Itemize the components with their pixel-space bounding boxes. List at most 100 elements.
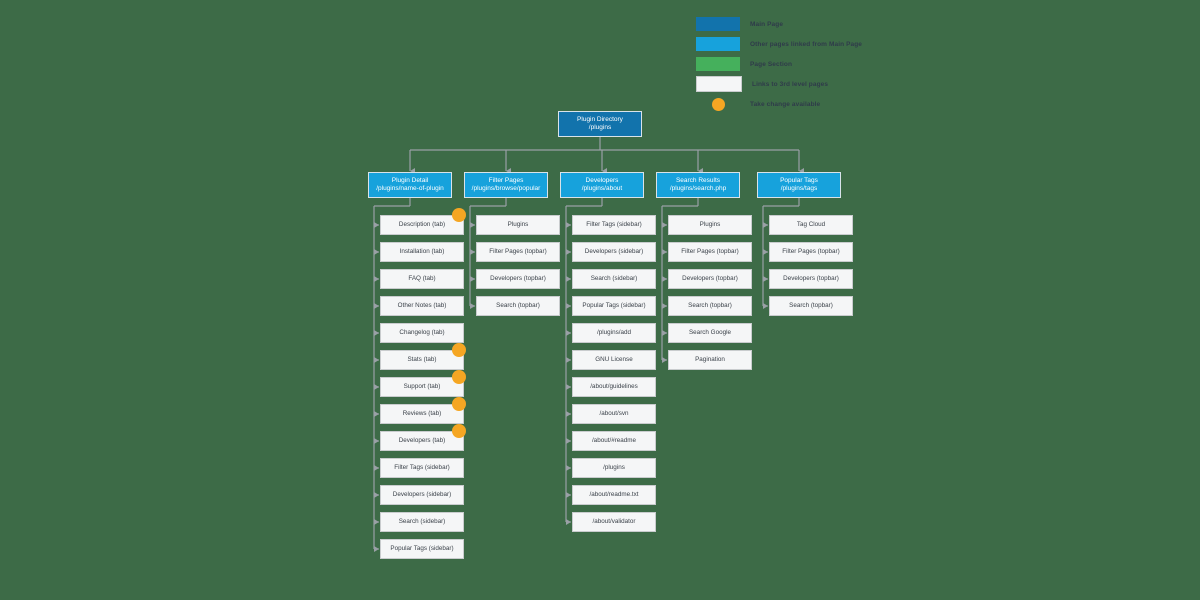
change-available-dot-icon [452, 424, 466, 438]
legend-swatch [696, 76, 742, 92]
legend-item: Other pages linked from Main Page [696, 34, 956, 54]
node-leaf-developers-6[interactable]: /about/guidelines [572, 377, 656, 397]
node-label: /plugins [603, 464, 625, 472]
node-label: Plugins [699, 221, 721, 229]
node-label: Pagination [695, 356, 725, 364]
node-leaf-plugin-detail-1[interactable]: Installation (tab) [380, 242, 464, 262]
change-available-dot-icon [452, 397, 466, 411]
node-label: Developers (topbar) [682, 275, 738, 283]
node-label: Developers (sidebar) [392, 491, 452, 499]
legend-label: Other pages linked from Main Page [750, 40, 863, 48]
node-label: /about/#readme [591, 437, 637, 445]
node-section-plugin-detail[interactable]: Plugin Detail/plugins/name-of-plugin [368, 172, 452, 198]
node-leaf-plugin-detail-6[interactable]: Support (tab) [380, 377, 464, 397]
legend-swatch [696, 17, 740, 31]
node-leaf-plugin-detail-10[interactable]: Developers (sidebar) [380, 485, 464, 505]
node-section-filter-pages[interactable]: Filter Pages/plugins/browse/popular [464, 172, 548, 198]
node-leaf-filter-pages-3[interactable]: Search (topbar) [476, 296, 560, 316]
node-leaf-filter-pages-1[interactable]: Filter Pages (topbar) [476, 242, 560, 262]
node-leaf-popular-tags-0[interactable]: Tag Cloud [769, 215, 853, 235]
node-label: Developers (topbar) [783, 275, 839, 283]
node-label: /about/validator [592, 518, 636, 526]
node-label: Tag Cloud [796, 221, 826, 229]
node-leaf-developers-8[interactable]: /about/#readme [572, 431, 656, 451]
node-label: Developers (tab) [398, 437, 446, 445]
node-leaf-popular-tags-2[interactable]: Developers (topbar) [769, 269, 853, 289]
node-leaf-developers-1[interactable]: Developers (sidebar) [572, 242, 656, 262]
node-label: Developers (sidebar) [584, 248, 644, 256]
change-available-dot-icon [452, 370, 466, 384]
node-leaf-plugin-detail-12[interactable]: Popular Tags (sidebar) [380, 539, 464, 559]
legend-change-dot-icon [696, 97, 740, 111]
node-leaf-filter-pages-2[interactable]: Developers (topbar) [476, 269, 560, 289]
node-label: GNU License [595, 356, 633, 364]
node-label: Search (topbar) [789, 302, 833, 310]
node-leaf-plugin-detail-3[interactable]: Other Notes (tab) [380, 296, 464, 316]
node-label: Support (tab) [403, 383, 441, 391]
node-leaf-developers-10[interactable]: /about/readme.txt [572, 485, 656, 505]
node-title: Search Results [675, 176, 721, 184]
node-label: Popular Tags (sidebar) [582, 302, 646, 310]
node-label: Search (topbar) [688, 302, 732, 310]
node-leaf-search-results-1[interactable]: Filter Pages (topbar) [668, 242, 752, 262]
node-leaf-plugin-detail-4[interactable]: Changelog (tab) [380, 323, 464, 343]
node-path: /plugins/browse/popular [471, 185, 541, 192]
change-available-dot-icon [452, 208, 466, 222]
node-leaf-plugin-detail-0[interactable]: Description (tab) [380, 215, 464, 235]
node-leaf-developers-9[interactable]: /plugins [572, 458, 656, 478]
node-section-popular-tags[interactable]: Popular Tags/plugins/tags [757, 172, 841, 198]
node-leaf-search-results-4[interactable]: Search Google [668, 323, 752, 343]
legend-item: Main Page [696, 14, 956, 34]
node-leaf-plugin-detail-9[interactable]: Filter Tags (sidebar) [380, 458, 464, 478]
node-leaf-plugin-detail-11[interactable]: Search (sidebar) [380, 512, 464, 532]
legend-item: Links to 3rd level pages [696, 74, 956, 94]
node-label: Search (sidebar) [398, 518, 446, 526]
node-title: Developers [585, 176, 619, 184]
change-available-dot-icon [452, 343, 466, 357]
node-label: /about/svn [599, 410, 629, 418]
node-leaf-developers-2[interactable]: Search (sidebar) [572, 269, 656, 289]
node-leaf-popular-tags-3[interactable]: Search (topbar) [769, 296, 853, 316]
node-label: Plugins [507, 221, 529, 229]
node-leaf-popular-tags-1[interactable]: Filter Pages (topbar) [769, 242, 853, 262]
node-path: /plugins/name-of-plugin [376, 185, 444, 192]
node-label: Filter Tags (sidebar) [394, 464, 450, 472]
node-leaf-developers-11[interactable]: /about/validator [572, 512, 656, 532]
node-label: /about/readme.txt [589, 491, 639, 499]
node-leaf-plugin-detail-5[interactable]: Stats (tab) [380, 350, 464, 370]
node-root-plugin-directory[interactable]: Plugin Directory/plugins [558, 111, 642, 137]
node-label: Stats (tab) [407, 356, 437, 364]
node-section-developers[interactable]: Developers/plugins/about [560, 172, 644, 198]
node-label: Filter Pages (topbar) [782, 248, 840, 256]
node-leaf-developers-7[interactable]: /about/svn [572, 404, 656, 424]
node-leaf-search-results-2[interactable]: Developers (topbar) [668, 269, 752, 289]
node-leaf-filter-pages-0[interactable]: Plugins [476, 215, 560, 235]
legend-item: Take change available [696, 94, 956, 114]
node-label: Developers (topbar) [490, 275, 546, 283]
node-title: Popular Tags [780, 176, 818, 184]
node-path: /plugins/search.php [669, 185, 727, 192]
node-label: Filter Tags (sidebar) [586, 221, 642, 229]
legend-label: Take change available [750, 100, 821, 108]
node-leaf-developers-5[interactable]: GNU License [572, 350, 656, 370]
node-path: /plugins [588, 124, 612, 131]
node-leaf-plugin-detail-7[interactable]: Reviews (tab) [380, 404, 464, 424]
node-leaf-plugin-detail-8[interactable]: Developers (tab) [380, 431, 464, 451]
node-leaf-developers-4[interactable]: /plugins/add [572, 323, 656, 343]
node-label: Filter Pages (topbar) [681, 248, 739, 256]
node-label: Search Google [688, 329, 731, 337]
node-leaf-developers-0[interactable]: Filter Tags (sidebar) [572, 215, 656, 235]
node-leaf-search-results-5[interactable]: Pagination [668, 350, 752, 370]
node-section-search-results[interactable]: Search Results/plugins/search.php [656, 172, 740, 198]
node-label: Description (tab) [398, 221, 446, 229]
legend-swatch [696, 57, 740, 71]
node-leaf-plugin-detail-2[interactable]: FAQ (tab) [380, 269, 464, 289]
node-label: Popular Tags (sidebar) [390, 545, 454, 553]
node-leaf-developers-3[interactable]: Popular Tags (sidebar) [572, 296, 656, 316]
node-leaf-search-results-0[interactable]: Plugins [668, 215, 752, 235]
legend-label: Links to 3rd level pages [752, 80, 829, 88]
node-leaf-search-results-3[interactable]: Search (topbar) [668, 296, 752, 316]
